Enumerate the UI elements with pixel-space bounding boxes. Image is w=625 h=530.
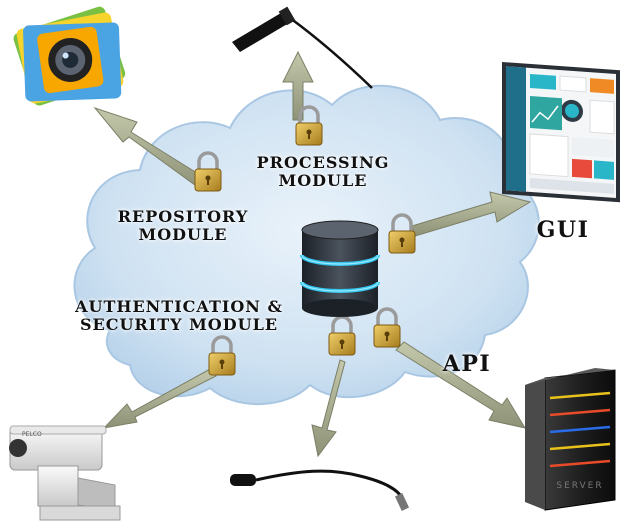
boom-microphone-icon — [232, 6, 373, 89]
processing-module-line2: MODULE — [278, 171, 368, 191]
repository-module-line2: MODULE — [138, 225, 228, 245]
gui-label: GUI — [536, 217, 590, 243]
arrow-to-camera-app — [93, 106, 206, 189]
cctv-camera-icon: PELCO — [9, 425, 121, 521]
server-leds — [549, 391, 611, 468]
arrow-to-headset — [311, 359, 346, 458]
camera-app-icon — [13, 6, 126, 106]
dashboard-monitor-icon — [502, 62, 620, 203]
auth-security-module-label: AUTHENTICATION & SECURITY MODULE — [64, 297, 294, 335]
processing-module-line1: PROCESSING — [256, 153, 390, 172]
database-icon — [300, 220, 380, 317]
arrow-to-boom-mic — [282, 50, 314, 121]
processing-module-label: PROCESSING MODULE — [248, 153, 398, 191]
repository-module-label: REPOSITORY MODULE — [108, 207, 258, 245]
arrow-to-api — [395, 341, 527, 429]
auth-module-line1: AUTHENTICATION & — [75, 297, 283, 316]
server-badge: SERVER — [556, 481, 603, 491]
auth-module-line2: SECURITY MODULE — [79, 315, 279, 335]
camera-brand: PELCO — [22, 431, 42, 438]
arrow-to-gui — [411, 191, 532, 237]
arrow-to-cctv — [102, 367, 217, 429]
arrows — [93, 50, 532, 458]
repository-module-line1: REPOSITORY — [117, 207, 249, 226]
headset-microphone-icon — [230, 469, 410, 511]
api-label: API — [442, 351, 492, 377]
server-rack-icon: SERVER — [525, 368, 616, 511]
